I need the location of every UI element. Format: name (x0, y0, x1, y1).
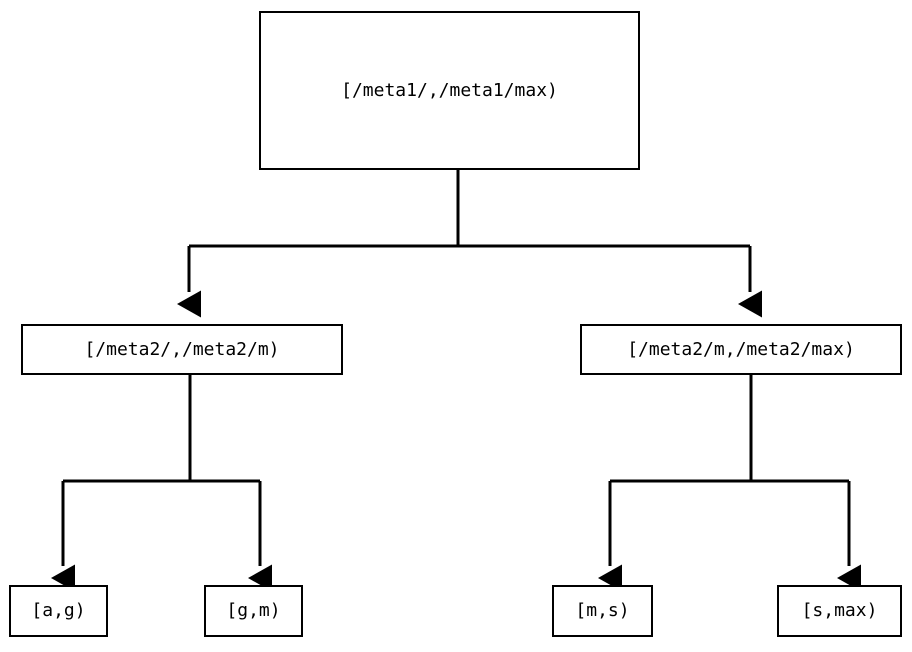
tree-node-meta2-high[interactable]: [/meta2/m,/meta2/max) (580, 324, 902, 375)
tree-node-root[interactable]: [/meta1/,/meta1/max) (259, 11, 640, 170)
tree-leaf-a-g[interactable]: [a,g) (9, 585, 108, 637)
tree-leaf-g-m[interactable]: [g,m) (204, 585, 303, 637)
tree-node-meta2-low-label: [/meta2/,/meta2/m) (84, 338, 280, 360)
tree-leaf-m-s[interactable]: [m,s) (552, 585, 653, 637)
tree-leaf-s-max[interactable]: [s,max) (777, 585, 902, 637)
tree-leaf-s-max-label: [s,max) (801, 600, 878, 621)
tree-node-root-label: [/meta1/,/meta1/max) (341, 79, 558, 101)
tree-node-meta2-low[interactable]: [/meta2/,/meta2/m) (21, 324, 343, 375)
tree-leaf-m-s-label: [m,s) (575, 600, 630, 621)
tree-leaf-a-g-label: [a,g) (31, 600, 86, 621)
edge-root-to-level1 (177, 170, 762, 318)
edge-left-to-leaves (51, 375, 272, 592)
edge-right-to-leaves (598, 375, 861, 592)
tree-node-meta2-high-label: [/meta2/m,/meta2/max) (627, 338, 855, 360)
tree-leaf-g-m-label: [g,m) (226, 600, 281, 621)
